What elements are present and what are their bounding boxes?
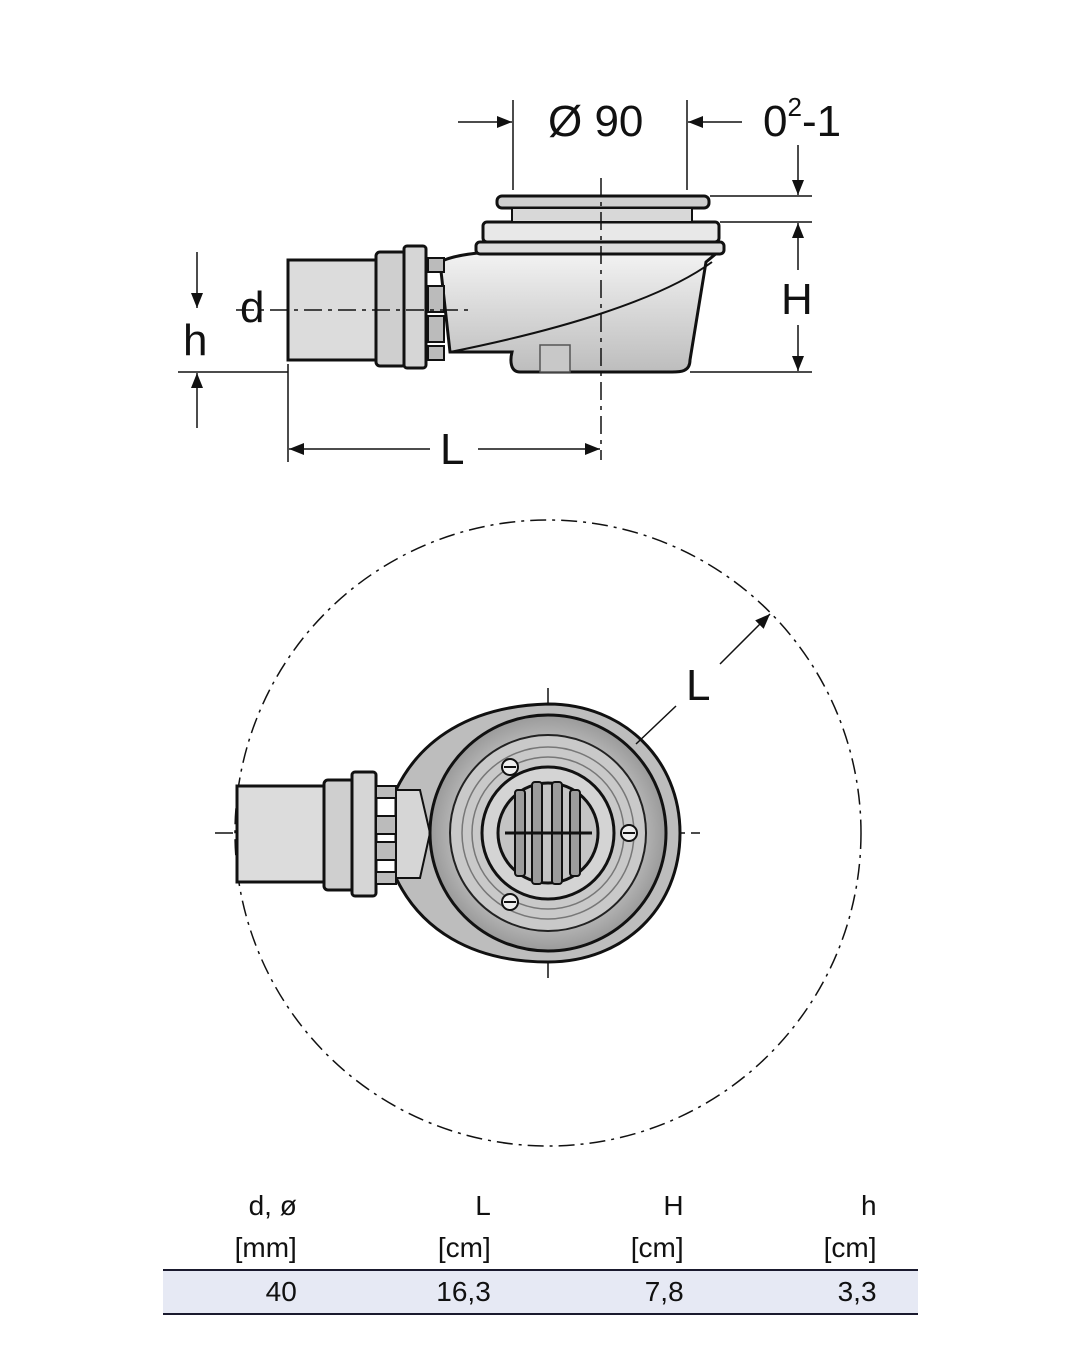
coupling-nut <box>374 250 408 368</box>
header-H: H <box>663 1190 684 1221</box>
drain-grate-top <box>495 194 711 210</box>
header-L: L <box>475 1190 491 1221</box>
drain-grate-neck <box>511 207 693 223</box>
screw-icon <box>501 758 519 776</box>
cell-L: 16,3 <box>296 1269 491 1315</box>
cell-h: 3,3 <box>683 1269 877 1315</box>
dim-h-label: h <box>183 316 207 365</box>
unit-h: [cm] <box>823 1232 877 1263</box>
table-row: 40 16,3 7,8 3,3 <box>163 1269 918 1315</box>
unit-d: [mm] <box>234 1232 297 1263</box>
radius-circle <box>234 519 862 1147</box>
header-d: d, ø <box>248 1190 297 1221</box>
header-h: h <box>860 1190 877 1221</box>
coupling-clip-4 <box>427 345 445 361</box>
trap-bowl <box>438 248 723 374</box>
coupling-nut-top <box>322 778 356 892</box>
screw-icon <box>501 893 519 911</box>
dim-diameter-label: Ø 90 <box>548 97 643 146</box>
dim-L-radius-label: L <box>686 661 710 710</box>
coupling-clip-1 <box>427 257 445 273</box>
coupling-nut-2 <box>402 244 428 370</box>
screw-icon <box>620 824 638 842</box>
trap-curve <box>449 261 713 353</box>
drain-flange-ring <box>474 240 726 256</box>
dim-H-label: H <box>781 275 813 324</box>
housing-neck <box>395 789 432 879</box>
side-view: Ø 90 02-1 H d h L <box>178 92 841 474</box>
unit-H: [cm] <box>630 1232 684 1263</box>
cell-H: 7,8 <box>490 1269 684 1315</box>
outlet-pipe-top <box>235 784 329 884</box>
bottom-boss <box>539 344 571 373</box>
table-header-row: d, ø L H h <box>163 1185 918 1227</box>
coupling-clip-2 <box>427 285 445 313</box>
top-view: L <box>215 519 862 1147</box>
dim-d-label: d <box>240 283 264 332</box>
spec-table: d, ø L H h [mm] [cm] [cm] [cm] 40 16,3 7… <box>163 1185 918 1315</box>
table-unit-row: [mm] [cm] [cm] [cm] <box>163 1227 918 1270</box>
coupling-clip-3 <box>427 315 445 343</box>
unit-L: [cm] <box>437 1232 491 1263</box>
technical-drawing: Ø 90 02-1 H d h L <box>178 92 862 1147</box>
dim-tolerance-label: 02-1 <box>763 92 841 146</box>
dim-L-label: L <box>440 425 464 474</box>
cell-d: 40 <box>163 1269 297 1315</box>
coupling-nut-top-2 <box>350 770 378 898</box>
